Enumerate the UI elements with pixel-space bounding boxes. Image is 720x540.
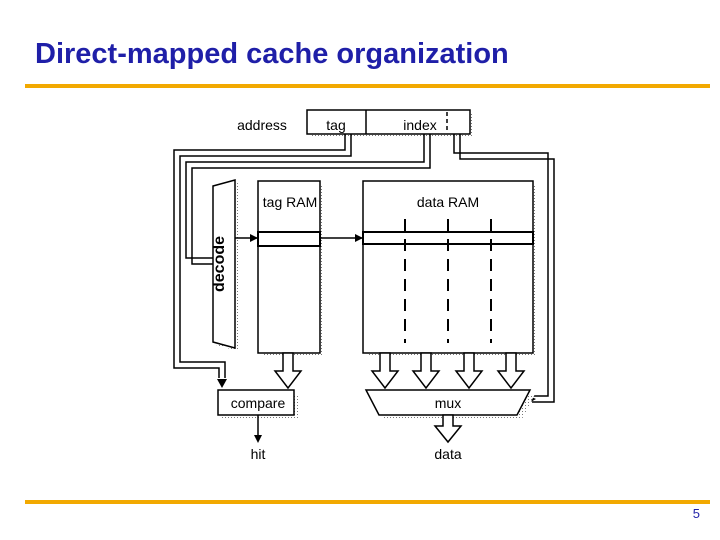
compare-label: compare (231, 395, 286, 411)
tag-field-label: tag (326, 117, 345, 133)
footer-rule (25, 500, 710, 504)
tag-ram-output-arrow (273, 352, 303, 390)
data-ram (362, 180, 537, 357)
tag-to-data-arrowhead (355, 234, 363, 242)
data-output-label: data (434, 446, 461, 462)
index-field-label: index (403, 117, 436, 133)
tag-ram (257, 180, 324, 357)
hit-label: hit (251, 446, 266, 462)
data-ram-output-arrows (370, 352, 526, 390)
page-number: 5 (692, 506, 700, 521)
mux-unit (364, 389, 535, 419)
address-routing-lines (173, 134, 555, 403)
slide-title: Direct-mapped cache organization (35, 38, 509, 70)
compare-input-arrowhead (217, 379, 227, 388)
hit-arrowhead (254, 435, 262, 443)
decode-label: decode (211, 236, 228, 292)
decoder-to-tag-arrowhead (250, 234, 258, 242)
data-output-arrow (433, 414, 463, 444)
address-label: address (237, 117, 287, 133)
tag-ram-label: tag RAM (263, 194, 317, 210)
mux-label: mux (435, 395, 461, 411)
data-ram-label: data RAM (417, 194, 479, 210)
compare-unit (217, 389, 298, 419)
decoder (212, 179, 238, 351)
title-rule (25, 84, 710, 88)
address-register (306, 109, 474, 137)
